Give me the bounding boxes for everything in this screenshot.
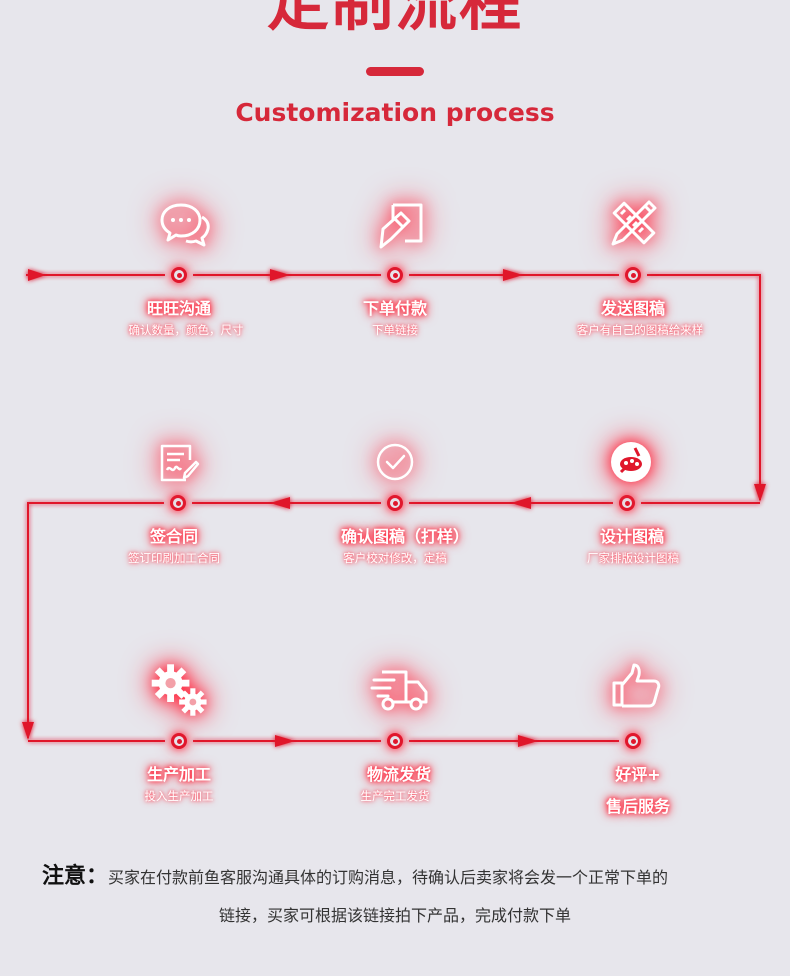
notice: 注意：买家在付款前鱼客服沟通具体的订购消息，待确认后卖家将会发一个正常下单的 链… [42,858,762,935]
arrow-down-icon [22,722,34,740]
arrow-right-icon [518,735,538,747]
step-subtitle: 客户有自己的图稿给来样 [576,323,704,337]
arrow-down-icon [754,484,766,502]
step-subtitle: 投入生产加工 [144,789,214,803]
chat-bubbles-icon [155,196,215,256]
step-subtitle: 客户校对修改，定稿 [343,551,447,565]
flow-line [647,274,761,500]
step-title: 旺旺沟通 [146,299,211,318]
page-title-cn: 定制流程 [266,0,523,39]
checkmark-circle-icon [365,432,425,492]
step-title: 下单付款 [362,299,427,318]
step-title: 设计图稿 [599,527,664,546]
step-title: 好评+ [615,765,661,784]
notice-text: 买家在付款前鱼客服沟通具体的订购消息，待确认后卖家将会发一个正常下单的 [108,868,669,887]
flow-node [387,267,403,283]
arrow-left-icon [511,497,531,509]
order-edit-icon [370,196,430,256]
flow-node [170,495,186,511]
gears-icon [150,660,210,720]
notice-text: 链接，买家可根据该链接拍下产品，完成付款下单 [218,906,571,925]
step-title: 物流发货 [366,765,431,784]
flow-node [619,495,635,511]
arrow-left-icon [270,497,290,509]
title-underline [366,67,424,76]
step-subtitle: 厂家排版设计图稿 [587,551,679,565]
step-subtitle: 确认数量，颜色，尺寸 [128,323,244,337]
step-subtitle: 生产完工发货 [360,789,430,803]
flow-node [387,733,403,749]
flow-node [625,733,641,749]
step-title: 签合同 [149,527,198,546]
palette-icon [601,432,661,492]
delivery-truck-icon [370,660,430,720]
step-title: 发送图稿 [600,299,665,318]
step-subtitle: 签订印刷加工合同 [128,551,220,565]
arrow-right-icon [503,269,523,281]
flow-line [27,502,164,738]
step-title: 生产加工 [146,765,211,784]
pencil-ruler-icon [603,194,663,254]
step-subtitle: 下单链接 [372,323,418,337]
arrow-right-icon [28,269,46,281]
step-title: 售后服务 [605,797,670,816]
flow-node [625,267,641,283]
flow-node [171,267,187,283]
contract-sign-icon [148,434,208,494]
arrow-right-icon [275,735,295,747]
flow-node [387,495,403,511]
thumbs-up-icon [606,656,666,716]
step-title: 确认图稿（打样） [340,527,469,546]
page-title-en: Customization process [235,98,555,127]
arrow-right-icon [270,269,290,281]
notice-label: 注意： [42,864,109,889]
flow-node [171,733,187,749]
